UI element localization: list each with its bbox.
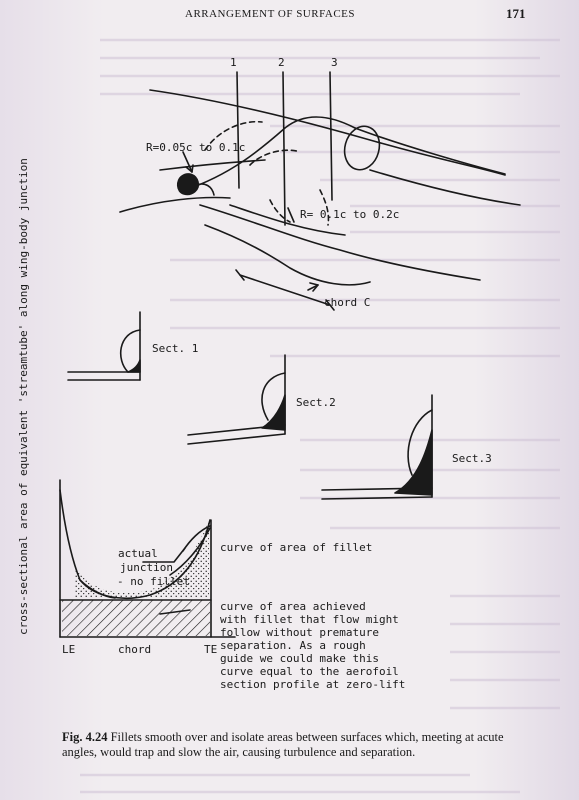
section-1-label: Sect. 1: [152, 342, 198, 355]
section-3-label: Sect.3: [452, 452, 492, 465]
curve-achieved: [79, 579, 116, 599]
wing-body-sketch: 1 2 3: [119, 56, 521, 311]
section-2-label: Sect.2: [296, 396, 336, 409]
radius-label-large: R= 0.1c to 0.2c: [300, 208, 399, 221]
annotation-achieved-2: with fillet that flow might: [220, 613, 399, 626]
x-label-te: TE: [204, 643, 217, 656]
chord-label: chord C: [324, 296, 370, 309]
section-line-1: [236, 71, 240, 189]
section-2: Sect.2: [187, 354, 336, 445]
section-1: Sect. 1: [67, 311, 198, 381]
page-number: 171: [506, 6, 526, 21]
caption-text: Fillets smooth over and isolate areas be…: [62, 730, 504, 759]
running-head: ARRANGEMENT OF SURFACES: [185, 8, 356, 20]
section-number-3: 3: [331, 56, 338, 69]
figure-caption: Fig. 4.24 Fillets smooth over and isolat…: [62, 730, 532, 760]
x-label-chord: chord: [118, 643, 151, 656]
annotation-fillet-curve: curve of area of fillet: [220, 541, 372, 554]
fuselage-outline: [149, 89, 506, 176]
annotation-actual-2: junction: [120, 561, 173, 574]
wing-leading-edge: [184, 116, 356, 191]
section-number-2: 2: [278, 56, 285, 69]
fillet-root: [176, 173, 200, 196]
figure-label: Fig. 4.24: [62, 730, 108, 744]
section-3: Sect.3: [321, 394, 492, 500]
annotation-achieved-5: guide we could make this: [220, 652, 379, 665]
annotation-achieved-1: curve of area achieved: [220, 600, 366, 613]
annotation-actual-3: - no fillet: [117, 575, 190, 588]
radius-label-small: R=0.05c to 0.1c: [146, 141, 245, 154]
graph-y-label: cross-sectional area of equivalent 'stre…: [17, 158, 30, 635]
section-number-1: 1: [230, 56, 237, 69]
wing-section: [343, 125, 381, 171]
curve-fillet: [169, 527, 211, 576]
area-graph: cross-sectional area of equivalent 'stre…: [17, 158, 405, 691]
annotation-achieved-4: separation. As a rough: [220, 639, 366, 652]
wing-trailing-edge: [199, 204, 481, 281]
annotation-achieved-6: curve equal to the aerofoil: [220, 665, 399, 678]
x-label-le: LE: [62, 643, 75, 656]
stippled-fillet-area: [75, 520, 209, 598]
hatched-area: [62, 600, 210, 636]
annotation-achieved-7: section profile at zero-lift: [220, 678, 405, 691]
annotation-achieved-3: follow without premature: [220, 626, 379, 639]
section-line-3: [329, 71, 333, 201]
annotation-actual-1: actual: [118, 547, 158, 560]
section-line-2: [282, 71, 286, 226]
